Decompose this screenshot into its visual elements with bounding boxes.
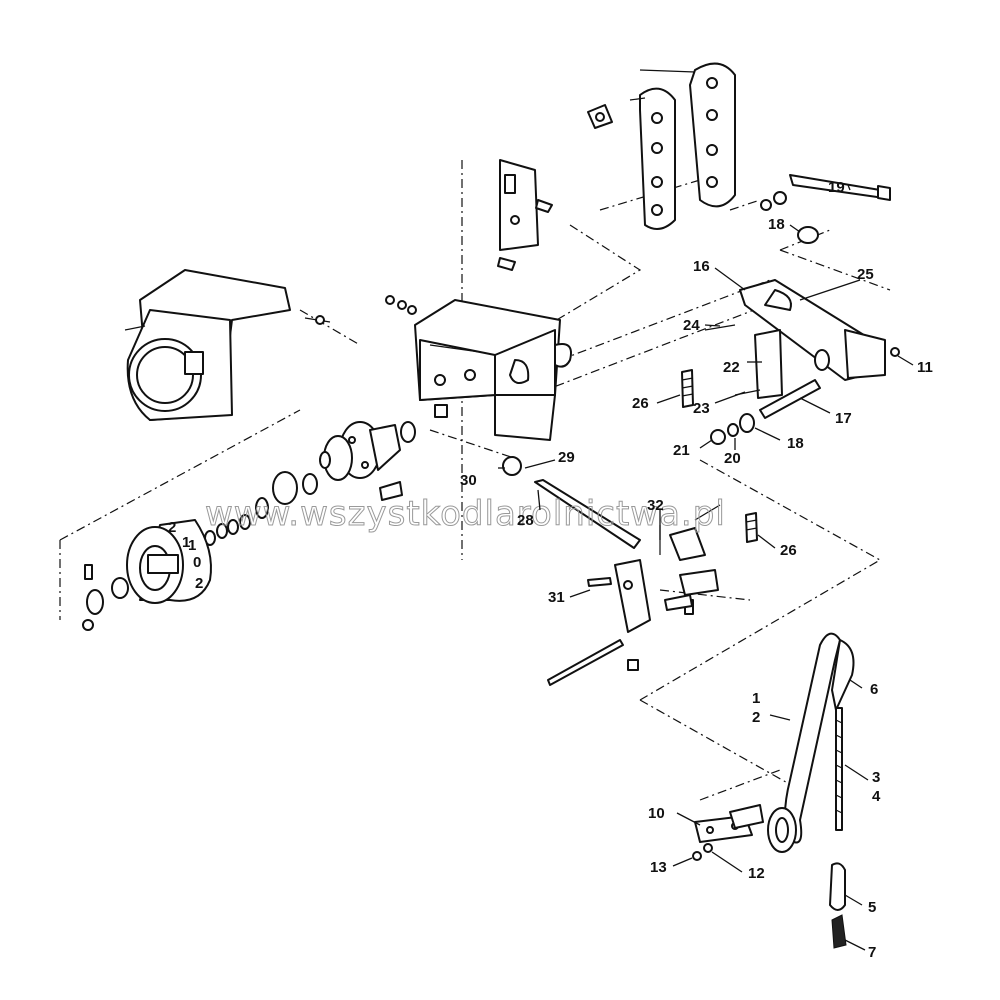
- spacer-washers: [204, 514, 251, 546]
- drum-mark: 1: [188, 537, 196, 554]
- drum-mark: 1: [182, 534, 190, 551]
- callout-18: 18: [787, 435, 804, 452]
- shaft-assembly: [704, 174, 900, 445]
- callout-11: 11: [917, 359, 933, 376]
- drum-mark: 0: [193, 554, 201, 571]
- callout-28: 28: [517, 512, 534, 529]
- motor-housing: [124, 269, 291, 421]
- lever-linkage: [502, 456, 721, 686]
- callout-12: 12: [748, 865, 765, 882]
- main-frame: [414, 299, 572, 441]
- callout-20: 20: [724, 450, 741, 467]
- sprocket-assembly: [255, 421, 416, 519]
- mounting-plate: [692, 804, 764, 861]
- callout-22: 22: [723, 359, 740, 376]
- callout-16: 16: [693, 258, 710, 275]
- springs: [681, 369, 758, 543]
- drum-hub-hardware: [82, 564, 129, 631]
- upper-bracket: [497, 159, 553, 271]
- callout-30: 30: [460, 472, 477, 489]
- watermark: www.wszystkodlarolnictwa.pl: [205, 494, 726, 534]
- dial-drum: 2 1 0 2 1: [126, 519, 212, 604]
- callout-6: 6: [870, 681, 878, 698]
- callout-13: 13: [650, 859, 667, 876]
- callout-23: 23: [693, 400, 710, 417]
- callout-29: 29: [558, 449, 575, 466]
- callout-2: 2: [752, 709, 760, 726]
- callout-26: 26: [632, 395, 649, 412]
- callout-5: 5: [868, 899, 876, 916]
- assembly-guide-lines: [59, 160, 891, 801]
- spring-tine: [767, 632, 855, 853]
- callout-25: 25: [857, 266, 874, 283]
- callout-19: 19: [828, 179, 845, 196]
- callout-3: 3: [872, 769, 880, 786]
- part-callouts: 1 2 3 4 5 6 7 10 11 12 13 16 17 18 18 19…: [460, 179, 933, 961]
- chain-cable: [829, 707, 847, 949]
- callout-7: 7: [868, 944, 876, 961]
- callout-24: 24: [683, 317, 700, 334]
- callout-1: 1: [752, 690, 760, 707]
- callout-18: 18: [768, 216, 785, 233]
- callout-4: 4: [872, 788, 881, 805]
- callout-32: 32: [647, 497, 664, 514]
- callout-10: 10: [648, 805, 665, 822]
- drum-mark: 2: [168, 519, 176, 536]
- callout-31: 31: [548, 589, 565, 606]
- frame-hardware: [304, 295, 417, 325]
- leader-lines: [498, 184, 914, 951]
- callout-26: 26: [780, 542, 797, 559]
- callout-17: 17: [835, 410, 852, 427]
- hitch-plates: [587, 62, 736, 230]
- callout-21: 21: [673, 442, 690, 459]
- drum-mark: 2: [195, 575, 203, 592]
